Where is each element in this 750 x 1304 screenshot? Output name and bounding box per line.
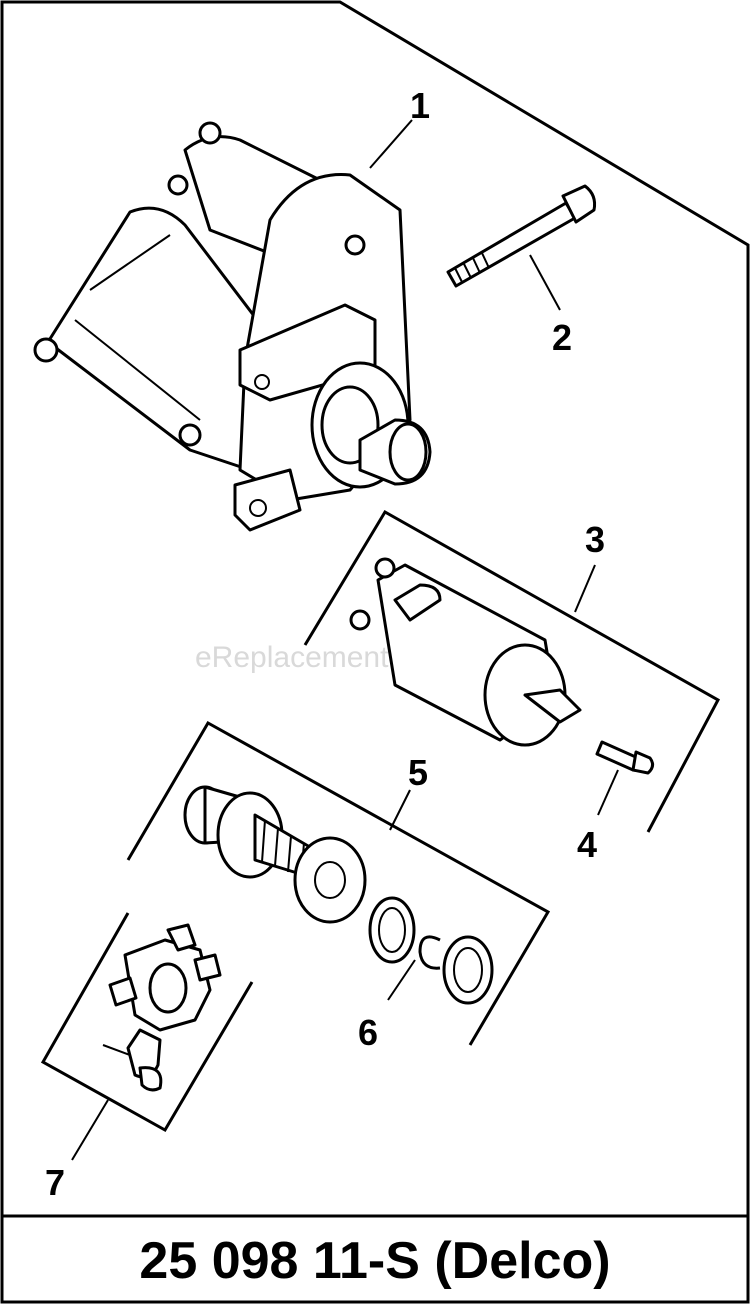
bracket-3 [303, 509, 721, 833]
model-caption: 25 098 11-S (Delco) [139, 1232, 610, 1290]
callout-3: 3 [585, 519, 605, 560]
leader-6 [387, 959, 416, 1001]
solenoid-icon[interactable] [349, 557, 582, 747]
drive-pinion-icon[interactable] [183, 785, 367, 924]
leader-1 [369, 119, 413, 169]
bracket-5 [126, 720, 551, 1046]
callout-1: 1 [410, 85, 430, 126]
callout-6: 6 [358, 1012, 378, 1053]
leader-7 [71, 1099, 109, 1161]
callout-4: 4 [577, 824, 597, 865]
retaining-ring-icon[interactable] [368, 896, 494, 1005]
leader-3 [574, 564, 596, 613]
leader-2 [529, 254, 561, 311]
through-bolt-icon[interactable] [446, 184, 597, 288]
callout-5: 5 [408, 752, 428, 793]
leader-5 [389, 789, 411, 831]
starter-motor-icon[interactable] [33, 121, 432, 532]
bracket-7 [40, 912, 254, 1133]
screw-icon[interactable] [595, 740, 655, 775]
callout-2: 2 [552, 317, 572, 358]
leader-4 [597, 769, 619, 816]
brush-holder-icon[interactable] [102, 923, 222, 1092]
callout-7: 7 [45, 1162, 65, 1203]
